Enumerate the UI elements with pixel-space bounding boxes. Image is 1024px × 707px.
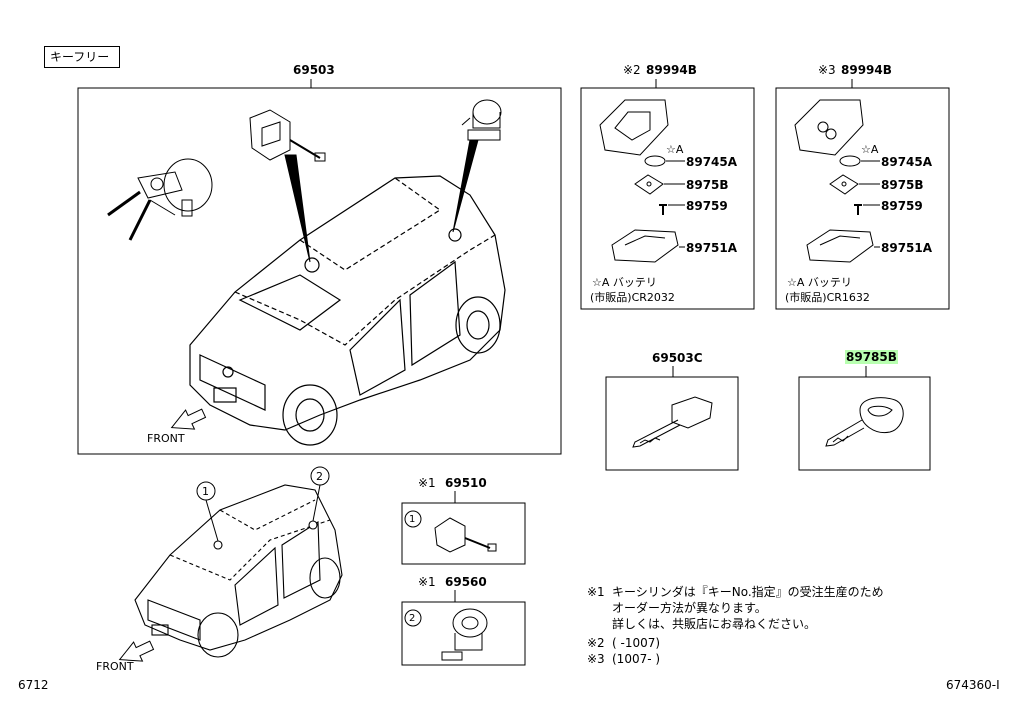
location-callout-2-circle [310,466,330,486]
remote-2-part-cover[interactable]: 8975B [686,178,729,192]
cylinder-69560-mark: ※1 [418,575,436,589]
cylinder-69510-frame [401,502,526,565]
main-assembly-part-no[interactable]: 69503 [293,63,335,77]
main-key-set-drawing [107,158,213,241]
key-89785B-drawing [825,397,904,447]
remote-3-note-line1: ☆A バッテリ [787,276,852,289]
remote-3-note-line2: (市販品)CR1632 [785,291,870,304]
cylinder-69560-frame [401,601,526,666]
location-callout-1-circle [196,481,216,501]
remote-variant-2-part-no[interactable]: 89994B [646,63,697,77]
front-label-main: FRONT [147,432,185,445]
note-3-mark: ※3 [587,652,605,666]
key-part-no-69503C[interactable]: 69503C [652,351,703,365]
cylinder-69510-mark: ※1 [418,476,436,490]
note-1-mark: ※1 [587,585,605,599]
note-1-text-line2: オーダー方法が異なります。 [612,601,767,615]
remote-2-note-line2: (市販品)CR2032 [590,291,675,304]
remote-2-part-case[interactable]: 89751A [686,241,738,255]
cylinder-69560-callout: 2 [409,613,416,624]
remote-variant-3-frame [775,87,950,310]
remote-variant-3-part-no[interactable]: 89994B [841,63,892,77]
front-label-location: FRONT [96,660,134,673]
remote-variant-2-mark: ※2 [623,63,641,77]
remote-2-part-screw[interactable]: 89759 [686,199,728,213]
note-3-text: (1007- ) [612,652,661,666]
remote-3-part-cover[interactable]: 8975B [881,178,924,192]
main-assembly-frame [77,87,562,455]
remote-2-note-line1: ☆A バッテリ [592,276,657,289]
note-1-text-line3: 詳しくは、共販店にお尋ねください。 [612,617,817,631]
main-car-drawing [189,175,506,446]
cylinder-69510-part-no[interactable]: 69510 [445,476,487,490]
remote-fob-3-drawing [794,99,874,263]
remote-3-part-case[interactable]: 89751A [881,241,933,255]
category-tag: キーフリー [50,50,110,64]
key-69503C-frame [605,376,739,471]
cylinder-69560-part-no[interactable]: 69560 [445,575,487,589]
remote-fob-2-drawing [599,99,679,263]
note-1-text: キーシリンダは『キーNo.指定』の受注生産のため [612,585,884,599]
main-rear-cylinder-drawing [461,99,502,141]
remote-3-battery-mark: ☆A [861,143,879,156]
cylinder-69510-drawing [404,510,497,553]
remote-variant-2-frame [580,87,755,310]
cylinder-69560-drawing [404,608,488,661]
remote-variant-3-mark: ※3 [818,63,836,77]
note-2-text: ( -1007) [612,636,661,650]
footer-right-code: 674360-I [946,678,1000,692]
remote-2-part-battery[interactable]: 89745A [686,155,738,169]
remote-3-part-screw[interactable]: 89759 [881,199,923,213]
footer-left-code: 6712 [18,678,49,692]
location-callout-2: 2 [316,470,323,483]
note-2-mark: ※2 [587,636,605,650]
cylinder-69510-callout: 1 [409,514,416,525]
remote-2-battery-mark: ☆A [666,143,684,156]
remote-3-part-battery[interactable]: 89745A [881,155,933,169]
door-cylinder-leader [284,154,311,263]
main-door-cylinder-drawing [249,109,326,162]
key-89785B-frame [798,376,931,471]
location-callout-1: 1 [202,485,209,498]
front-arrow-location [118,640,155,662]
front-arrow-main [170,408,207,430]
key-part-no-89785B-highlighted[interactable]: 89785B [845,350,898,364]
location-car-drawing [134,484,343,658]
key-69503C-drawing [632,396,713,448]
category-tag-box [44,46,120,68]
